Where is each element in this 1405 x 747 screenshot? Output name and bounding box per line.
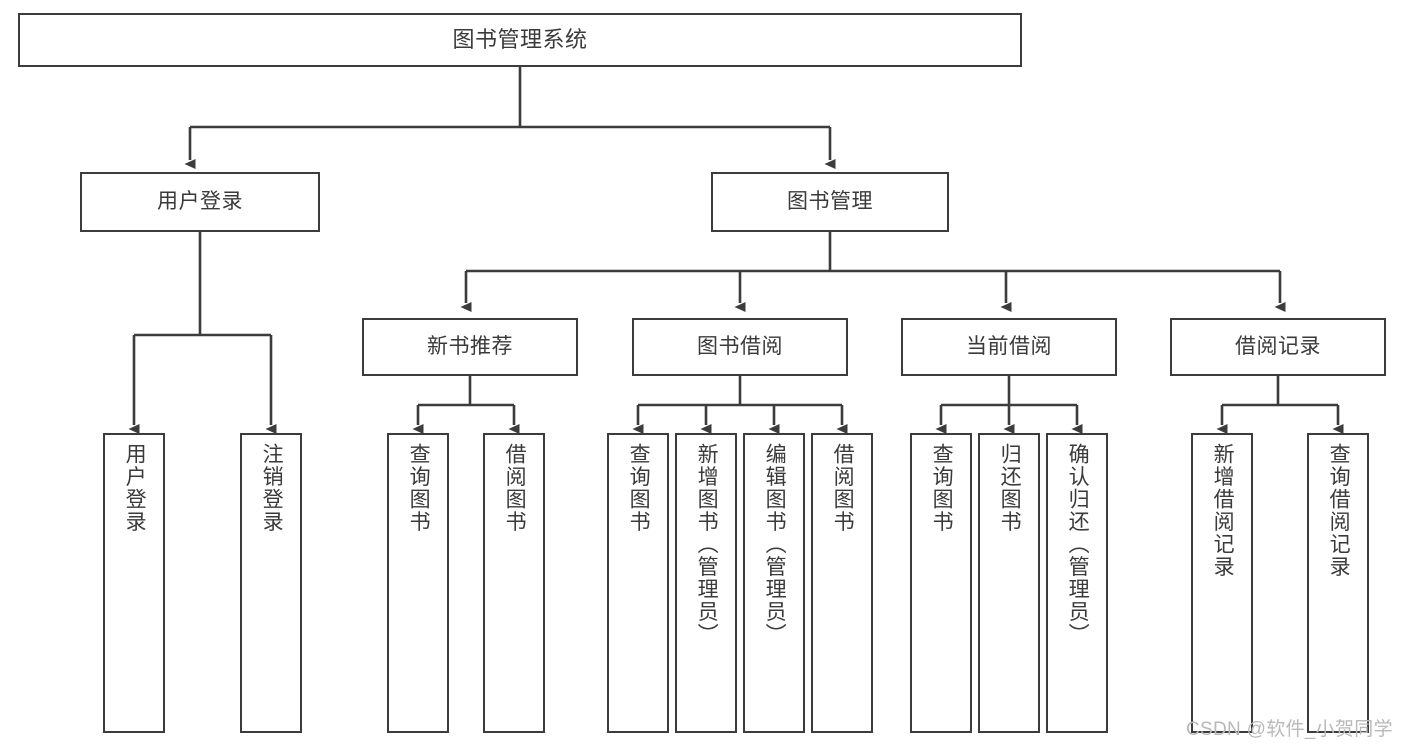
leaf-book-borrow-action-label: 借阅图书 (831, 443, 855, 533)
node-book-borrow-label: 图书借阅 (697, 334, 783, 358)
node-current-borrow-label: 当前借阅 (966, 334, 1052, 358)
node-user-login-label: 用户登录 (157, 189, 243, 213)
leaf-add-borrow-record[interactable]: 新增借阅记录 (1191, 433, 1253, 733)
node-root-label: 图书管理系统 (452, 27, 588, 53)
leaf-user-login[interactable]: 用户登录 (103, 433, 165, 733)
leaf-current-query-label: 查询图书 (930, 443, 954, 533)
leaf-add-borrow-record-label: 新增借阅记录 (1211, 443, 1235, 578)
watermark: CSDN @软件_小贺同学 (1186, 719, 1393, 740)
leaf-book-edit-admin-label: 编辑图书（管理员） (763, 443, 787, 646)
leaf-book-add-admin-label: 新增图书（管理员） (695, 443, 719, 646)
node-book-management[interactable]: 图书管理 (711, 172, 949, 232)
node-user-login[interactable]: 用户登录 (80, 172, 320, 232)
leaf-book-borrow-action[interactable]: 借阅图书 (811, 433, 873, 733)
node-book-borrow[interactable]: 图书借阅 (632, 318, 848, 376)
leaf-book-edit-admin[interactable]: 编辑图书（管理员） (743, 433, 805, 733)
leaf-return-book-label: 归还图书 (998, 443, 1022, 533)
node-book-management-label: 图书管理 (787, 189, 873, 213)
leaf-query-borrow-record-label: 查询借阅记录 (1327, 443, 1351, 578)
leaf-new-book-query-label: 查询图书 (407, 443, 431, 533)
leaf-current-query[interactable]: 查询图书 (910, 433, 972, 733)
leaf-new-book-borrow[interactable]: 借阅图书 (483, 433, 545, 733)
leaf-logout-label: 注销登录 (260, 443, 284, 533)
leaf-confirm-return-admin-label: 确认归还（管理员） (1066, 443, 1090, 646)
node-borrow-record-label: 借阅记录 (1235, 334, 1321, 358)
leaf-user-login-label: 用户登录 (123, 443, 147, 533)
leaf-confirm-return-admin[interactable]: 确认归还（管理员） (1046, 433, 1108, 733)
node-current-borrow[interactable]: 当前借阅 (901, 318, 1117, 376)
node-new-book-recommend-label: 新书推荐 (427, 334, 513, 358)
leaf-new-book-borrow-label: 借阅图书 (503, 443, 527, 533)
leaf-book-borrow-query-label: 查询图书 (627, 443, 651, 533)
leaf-return-book[interactable]: 归还图书 (978, 433, 1040, 733)
leaf-logout[interactable]: 注销登录 (240, 433, 302, 733)
leaf-book-borrow-query[interactable]: 查询图书 (607, 433, 669, 733)
node-root[interactable]: 图书管理系统 (18, 13, 1022, 67)
leaf-query-borrow-record[interactable]: 查询借阅记录 (1307, 433, 1369, 733)
node-borrow-record[interactable]: 借阅记录 (1170, 318, 1386, 376)
leaf-new-book-query[interactable]: 查询图书 (387, 433, 449, 733)
node-new-book-recommend[interactable]: 新书推荐 (362, 318, 578, 376)
leaf-book-add-admin[interactable]: 新增图书（管理员） (675, 433, 737, 733)
